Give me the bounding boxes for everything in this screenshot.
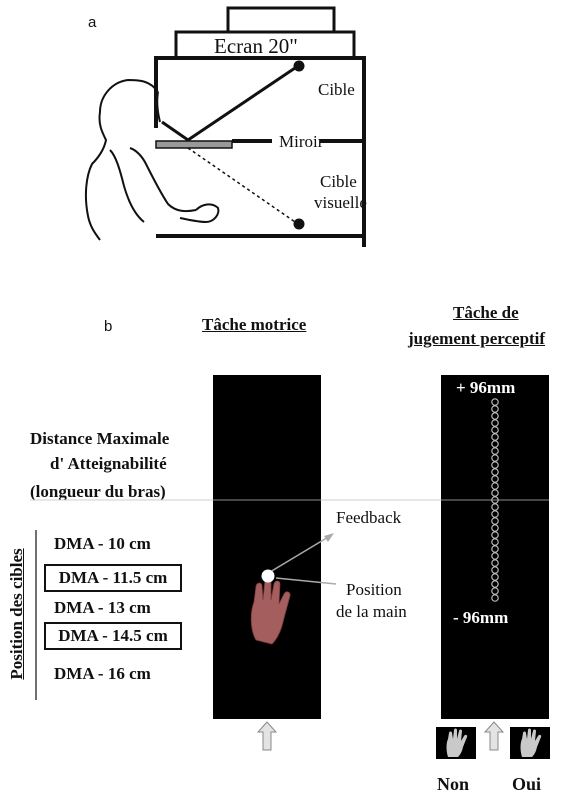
- scale-circle: [491, 398, 499, 406]
- scale-bottom-label: - 96mm: [453, 608, 509, 627]
- target-position-4-label: DMA - 14.5 cm: [58, 626, 168, 645]
- target-label: Cible: [318, 80, 355, 99]
- visual-target-label-line2: visuelle: [314, 193, 367, 212]
- scale-circle: [491, 440, 499, 448]
- scale-circle: [491, 496, 499, 504]
- up-arrow-motor: [256, 721, 278, 751]
- perceptual-task-title-line2: jugement perceptif: [408, 329, 546, 348]
- scale-circle: [491, 482, 499, 490]
- dma-title-line3: (longueur du bras): [30, 482, 166, 501]
- scale-circle: [491, 587, 499, 595]
- panel-b-letter: b: [104, 318, 113, 335]
- scale-top-label: + 96mm: [456, 378, 516, 397]
- scale-circle: [491, 461, 499, 469]
- scale-circle: [491, 475, 499, 483]
- reflection-line: [187, 64, 299, 142]
- target-position-5: DMA - 16 cm: [54, 664, 151, 683]
- motor-task-display: [213, 375, 321, 719]
- scale-circle: [491, 559, 499, 567]
- perceptual-task-title-line1: Tâche de: [453, 303, 519, 322]
- scale-circle: [491, 510, 499, 518]
- scale-circle: [491, 426, 499, 434]
- feedback-dot: [261, 569, 275, 583]
- scale-circle: [491, 545, 499, 553]
- target-position-3: DMA - 13 cm: [54, 598, 151, 617]
- feedback-label: Feedback: [336, 508, 402, 527]
- perceptual-task-display: [441, 375, 549, 719]
- scale-circle: [491, 580, 499, 588]
- mirror: [155, 140, 233, 149]
- scale-circle: [491, 524, 499, 532]
- scale-circle: [491, 594, 499, 602]
- hand-position-label-line1: Position: [346, 580, 402, 599]
- visual-target-dot: [293, 218, 305, 230]
- scale-circle: [491, 433, 499, 441]
- feedback-arrowhead: [324, 533, 334, 542]
- answer-yes-hand-icon[interactable]: [510, 727, 550, 759]
- person-illustration: [84, 78, 220, 241]
- hand-icon-motor: [250, 576, 291, 645]
- scale-circle: [491, 454, 499, 462]
- answer-no-hand-icon[interactable]: [436, 727, 476, 759]
- target-position-2-label: DMA - 11.5 cm: [58, 568, 168, 587]
- hand-position-pointer: [275, 577, 337, 585]
- sight-line-left: [161, 120, 189, 142]
- answer-no-label: Non: [437, 774, 470, 794]
- target-position-2: DMA - 11.5 cm: [44, 564, 182, 592]
- scale-circle: [491, 573, 499, 581]
- dma-title-line1: Distance Maximale: [30, 429, 170, 448]
- target-position-4: DMA - 14.5 cm: [44, 622, 182, 650]
- visual-target-label-line1: Cible: [320, 172, 357, 191]
- target-position-1: DMA - 10 cm: [54, 534, 151, 553]
- screen-label: Ecran 20": [214, 34, 298, 58]
- target-dot: [293, 60, 305, 72]
- scale-circle: [491, 531, 499, 539]
- scale-circle: [491, 538, 499, 546]
- scale-circle: [491, 405, 499, 413]
- scale-circle: [491, 412, 499, 420]
- dma-title-line2: d' Atteignabilité: [50, 454, 167, 473]
- motor-task-title: Tâche motrice: [202, 315, 307, 334]
- scale-circle: [491, 566, 499, 574]
- perceptual-scale-circles: [491, 398, 499, 602]
- scale-circle: [491, 503, 499, 511]
- panel-a-letter: a: [88, 14, 97, 31]
- scale-circle: [491, 517, 499, 525]
- hand-position-label-line2: de la main: [336, 602, 407, 621]
- virtual-image-line: [187, 147, 299, 225]
- scale-circle: [491, 552, 499, 560]
- scale-circle: [491, 419, 499, 427]
- scale-circle: [491, 447, 499, 455]
- up-arrow-perceptual: [483, 721, 505, 751]
- answer-yes-label: Oui: [512, 774, 542, 794]
- scale-circle: [491, 468, 499, 476]
- scale-circle: [491, 489, 499, 497]
- mirror-label: Miroir: [279, 132, 324, 151]
- feedback-arrow: [269, 535, 331, 573]
